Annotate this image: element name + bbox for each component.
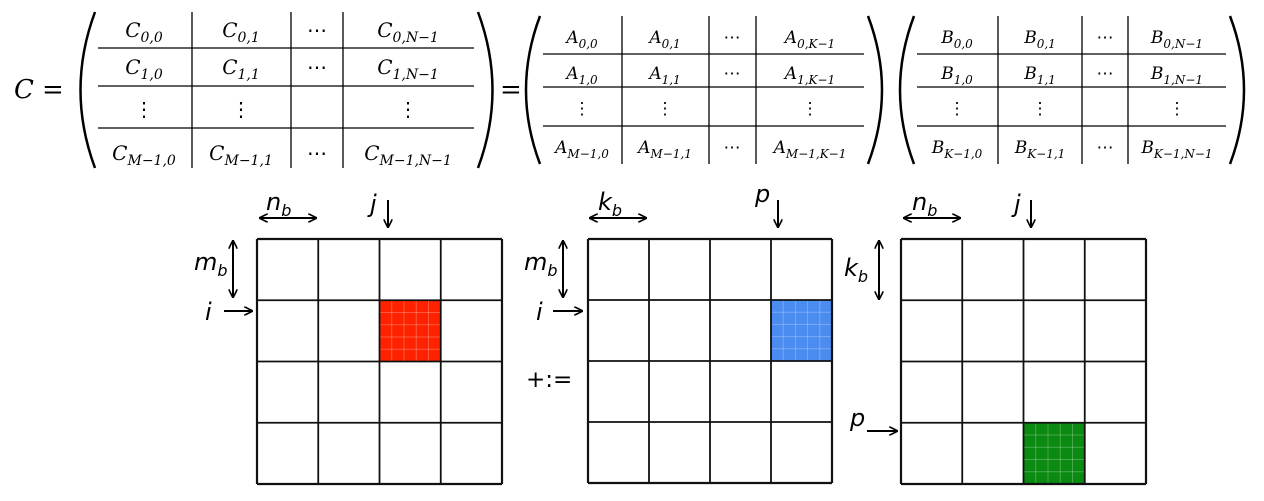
equals-sign-2: = xyxy=(500,75,522,105)
matrix-b-cell: B0,1 xyxy=(1023,28,1056,51)
matrix-a-cell: ⋯ xyxy=(724,64,741,84)
matrix-b xyxy=(898,15,1246,165)
column-index-label: p xyxy=(754,180,770,208)
matrix-c-cell: C1,0 xyxy=(125,55,163,83)
right-paren xyxy=(1228,15,1246,165)
column-index-label: j xyxy=(367,190,377,218)
update-operator: +:= xyxy=(526,367,572,393)
block-width-label: nb xyxy=(912,188,937,220)
matrix-b-cell: ⋯ xyxy=(1097,64,1114,84)
block-width-label: nb xyxy=(266,188,291,220)
row-index-label: i xyxy=(536,298,543,326)
matrix-a-cell: A0,0 xyxy=(564,28,598,51)
matrix-c-cell: ⋯ xyxy=(307,18,327,42)
matrix-c-cell: CM−1,N−1 xyxy=(364,141,452,169)
matrix-c-cell: CM−1,1 xyxy=(209,141,273,169)
matrix-b-cell: ⋮ xyxy=(1032,99,1049,119)
matrix-c-cell: ⋯ xyxy=(307,55,327,79)
matrix-b-cell: ⋯ xyxy=(1097,138,1114,158)
highlighted-block-b xyxy=(1023,422,1085,484)
matrix-c xyxy=(79,11,494,169)
matrix-a-cell: ⋯ xyxy=(724,138,741,158)
lhs-c-symbol: C xyxy=(14,75,34,105)
matrix-c-cell: CM−1,0 xyxy=(112,141,176,169)
row-index-label: i xyxy=(205,298,212,326)
block-width-label: kb xyxy=(598,188,622,220)
matrix-a xyxy=(524,15,884,165)
matrix-b-cell: BK−1,N−1 xyxy=(1140,138,1212,161)
matrix-a-cell: A0,1 xyxy=(647,28,680,51)
matrix-a-cell: AM−1,0 xyxy=(553,138,609,161)
block-height-label: mb xyxy=(194,248,228,280)
right-paren xyxy=(866,15,884,165)
highlighted-block-c xyxy=(379,300,441,362)
left-paren xyxy=(898,15,916,165)
matrix-c-cell: ⋯ xyxy=(307,141,327,165)
matrix-b-cell: B0,0 xyxy=(940,28,973,51)
matrix-a-cell: A1,0 xyxy=(564,64,598,87)
left-paren xyxy=(524,15,542,165)
matrix-b-cell: BK−1,1 xyxy=(1014,138,1066,161)
row-index-label: p xyxy=(849,404,865,432)
matrix-a-cell: A1,1 xyxy=(647,64,680,87)
matrix-b-cell: ⋯ xyxy=(1097,28,1114,48)
equals-sign: = xyxy=(42,75,64,105)
matrix-c-cell: C1,1 xyxy=(222,55,260,83)
grid-b: nb j kb p xyxy=(844,188,1148,486)
column-index-label: j xyxy=(1011,190,1021,218)
highlighted-block-a xyxy=(771,300,832,361)
block-height-label: mb xyxy=(524,248,558,280)
matrix-c-cell: C1,N−1 xyxy=(377,55,439,83)
matrix-a-cell: ⋮ xyxy=(802,99,819,119)
matrix-b-cell: B1,N−1 xyxy=(1150,64,1203,87)
matrix-c-cell: C0,N−1 xyxy=(377,18,439,46)
matrix-a-cell: ⋯ xyxy=(724,28,741,48)
left-paren xyxy=(79,11,97,169)
right-paren xyxy=(476,11,494,169)
matrix-b-cell: ⋮ xyxy=(949,99,966,119)
matrix-a-cell: ⋮ xyxy=(574,99,591,119)
matrix-b-cell: B1,1 xyxy=(1023,64,1056,87)
matrix-a-cell: A1,K−1 xyxy=(783,64,835,87)
matrix-a-cell: ⋮ xyxy=(657,99,674,119)
matrix-c-cell: ⋮ xyxy=(231,97,251,121)
matrix-c-cell: ⋮ xyxy=(398,97,418,121)
matrix-c-cell: ⋮ xyxy=(134,97,154,121)
matrix-c-cell: C0,1 xyxy=(222,18,260,46)
matrix-b-cell: BK−1,0 xyxy=(931,138,983,161)
block-height-label: kb xyxy=(844,254,868,286)
matrix-a-cell: AM−1,1 xyxy=(636,138,692,161)
matrix-a-cell: AM−1,K−1 xyxy=(772,138,847,161)
matrix-a-cell: A0,K−1 xyxy=(783,28,835,51)
matrix-b-cell: B1,0 xyxy=(940,64,973,87)
matrix-b-cell: B0,N−1 xyxy=(1150,28,1203,51)
matrix-c-cell: C0,0 xyxy=(125,18,163,46)
grid-a: kb p mb i +:= xyxy=(524,180,834,485)
grid-c: nb j mb i xyxy=(194,188,504,486)
matrix-b-cell: ⋮ xyxy=(1169,99,1186,119)
